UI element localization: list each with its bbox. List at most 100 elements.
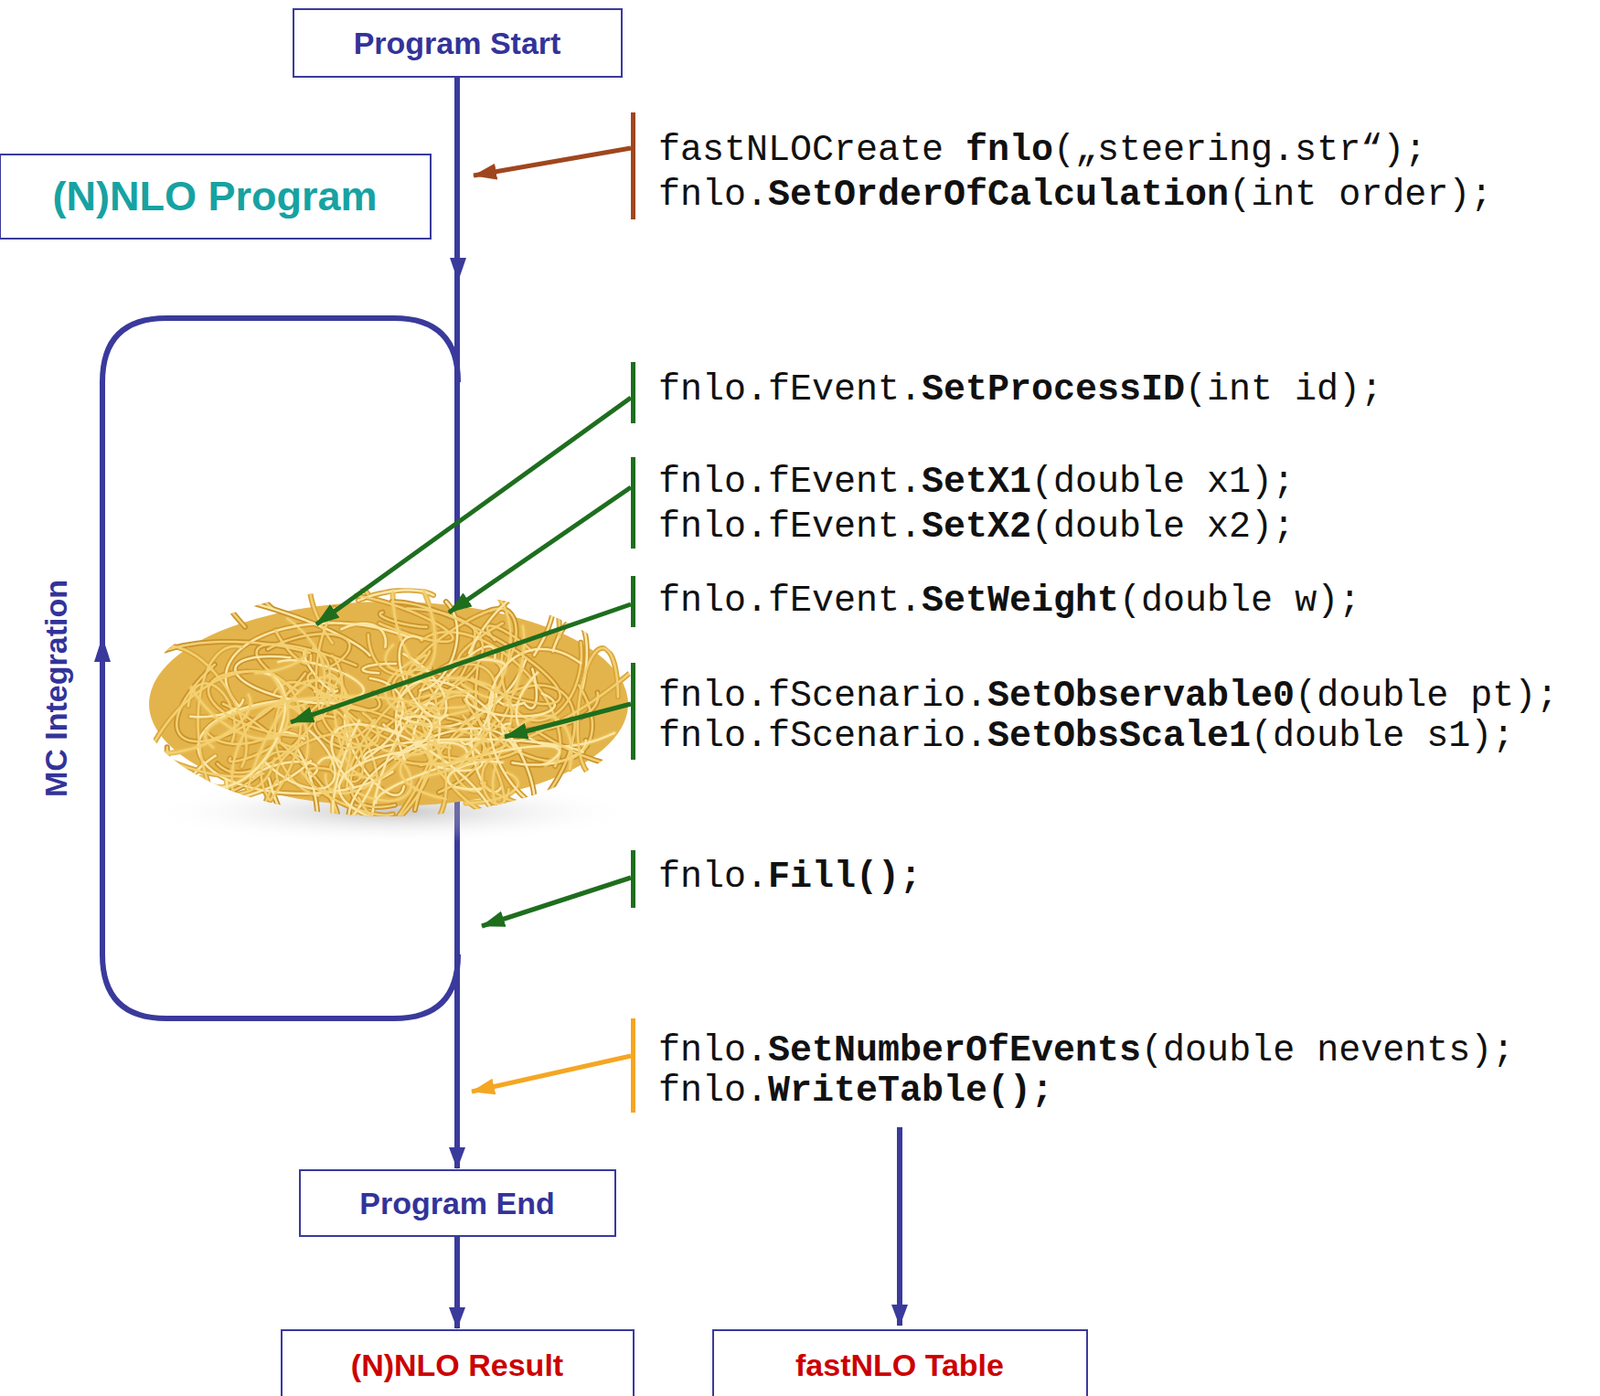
flow-box: (N)NLO Result xyxy=(280,1329,635,1396)
pasta-highlight xyxy=(330,724,500,842)
flow-connector xyxy=(454,1237,460,1329)
box-label: Program Start xyxy=(353,25,562,62)
pasta-highlight xyxy=(368,634,430,674)
pasta-highlight xyxy=(152,646,246,768)
pointer-arrow xyxy=(473,148,631,176)
bracket-bar xyxy=(630,662,636,760)
code-text: fnlo. xyxy=(658,174,768,216)
pointer-arrow xyxy=(504,704,631,737)
code-line: fnlo.fEvent.SetWeight(double w); xyxy=(658,579,1361,624)
code-text: (double x2); xyxy=(1031,506,1295,548)
flow-box: Program Start xyxy=(292,8,623,78)
flow-arrow xyxy=(449,257,467,282)
box-label: Program End xyxy=(359,1185,555,1222)
pasta-strand xyxy=(212,572,273,628)
pasta-highlight xyxy=(226,779,321,848)
code-text: („steering.str“); xyxy=(1053,129,1427,171)
loop-arrow xyxy=(94,636,111,662)
pasta-strand xyxy=(309,564,369,644)
code-keyword: SetOrderOfCalculation xyxy=(768,174,1229,216)
code-text: fnlo.fEvent. xyxy=(658,461,922,503)
pasta-highlight xyxy=(201,672,286,788)
pasta-highlight xyxy=(151,671,301,800)
pasta-highlight xyxy=(448,761,502,790)
pasta-highlight xyxy=(309,564,369,644)
bracket-bar xyxy=(630,362,636,424)
code-line: fnlo.WriteTable(); xyxy=(658,1069,1054,1114)
code-keyword: SetNumberOfEvents xyxy=(768,1030,1142,1072)
pasta-highlight xyxy=(504,626,524,705)
pasta-highlight xyxy=(229,738,280,762)
code-line: fnlo.fEvent.SetX1(double x1); xyxy=(658,460,1295,505)
code-text: (double x1); xyxy=(1031,461,1295,503)
output-arrow xyxy=(896,1127,903,1326)
code-line: fnlo.fEvent.SetProcessID(int id); xyxy=(658,368,1383,413)
pasta-highlight xyxy=(128,694,251,754)
pasta-highlight xyxy=(338,713,379,747)
pasta-highlight xyxy=(176,664,306,742)
box-label: fastNLO Table xyxy=(795,1347,1004,1384)
code-keyword: SetWeight xyxy=(921,580,1120,622)
code-keyword: Fill(); xyxy=(768,856,922,898)
pasta-highlight xyxy=(165,641,310,653)
code-text: (double s1); xyxy=(1250,715,1515,758)
code-text: fnlo.fScenario. xyxy=(658,715,988,758)
pasta-highlight xyxy=(397,716,432,755)
pasta-highlight xyxy=(533,727,664,769)
code-text: fastNLOCreate xyxy=(658,129,966,171)
pasta-highlight xyxy=(501,642,582,721)
pointer-arrow xyxy=(471,1056,631,1092)
pasta-highlight xyxy=(212,572,273,628)
code-line: fnlo.SetNumberOfEvents(double nevents); xyxy=(658,1029,1515,1074)
bracket-bar xyxy=(630,457,636,549)
code-line: fnlo.fEvent.SetX2(double x2); xyxy=(658,505,1295,550)
bracket-bar xyxy=(630,112,636,220)
code-keyword: SetX1 xyxy=(921,461,1032,503)
code-text: fnlo. xyxy=(658,1070,768,1112)
code-line: fnlo.SetOrderOfCalculation(int order); xyxy=(658,173,1493,218)
pasta-highlight xyxy=(304,650,338,693)
code-keyword: SetObsScale1 xyxy=(987,715,1251,758)
pasta-highlight xyxy=(358,756,432,849)
pointer-arrow xyxy=(448,487,631,613)
bracket-bar xyxy=(630,1018,636,1113)
pasta-highlight xyxy=(341,623,386,648)
pasta-highlight xyxy=(521,572,560,638)
pasta-highlight xyxy=(405,724,487,748)
pointer-arrow xyxy=(316,397,631,625)
code-line: fastNLOCreate fnlo(„steering.str“); xyxy=(658,128,1427,173)
bracket-bar xyxy=(630,850,636,908)
pointer-arrow xyxy=(290,604,631,723)
code-keyword: WriteTable(); xyxy=(768,1070,1054,1112)
flow-box: Program End xyxy=(298,1169,617,1238)
code-line: fnlo.Fill(); xyxy=(658,855,922,900)
code-text: (double w); xyxy=(1119,580,1361,622)
pasta-highlight xyxy=(256,652,306,673)
pasta-highlight xyxy=(208,671,308,736)
pasta-highlight xyxy=(488,649,581,801)
code-text: fnlo.fScenario. xyxy=(658,675,988,717)
code-text: fnlo.fEvent. xyxy=(658,506,922,548)
pasta-highlight xyxy=(475,666,510,732)
code-keyword: SetObservable0 xyxy=(987,675,1295,717)
pasta-highlight xyxy=(191,675,288,740)
code-keyword: SetX2 xyxy=(921,506,1032,548)
pasta-strands xyxy=(86,564,664,862)
code-text: fnlo.fEvent. xyxy=(658,580,922,622)
flow-box: (N)NLO Program xyxy=(0,153,432,240)
pasta-highlight xyxy=(515,628,661,742)
pasta-strand xyxy=(521,572,560,638)
code-text: fnlo. xyxy=(658,856,768,898)
pasta-highlight xyxy=(380,612,427,628)
loop-label: MC Integration xyxy=(38,579,75,798)
code-text: (int order); xyxy=(1228,174,1493,216)
pasta-highlight xyxy=(392,601,561,704)
code-text: (double nevents); xyxy=(1141,1030,1515,1072)
bracket-bar xyxy=(630,576,636,628)
code-keyword: SetProcessID xyxy=(921,369,1185,411)
code-line: fnlo.fScenario.SetObservable0(double pt)… xyxy=(658,674,1558,719)
pasta-highlight xyxy=(318,757,341,763)
code-text: (double pt); xyxy=(1294,675,1558,717)
pasta-highlight xyxy=(316,608,375,739)
flow-box: fastNLO Table xyxy=(712,1329,1088,1396)
